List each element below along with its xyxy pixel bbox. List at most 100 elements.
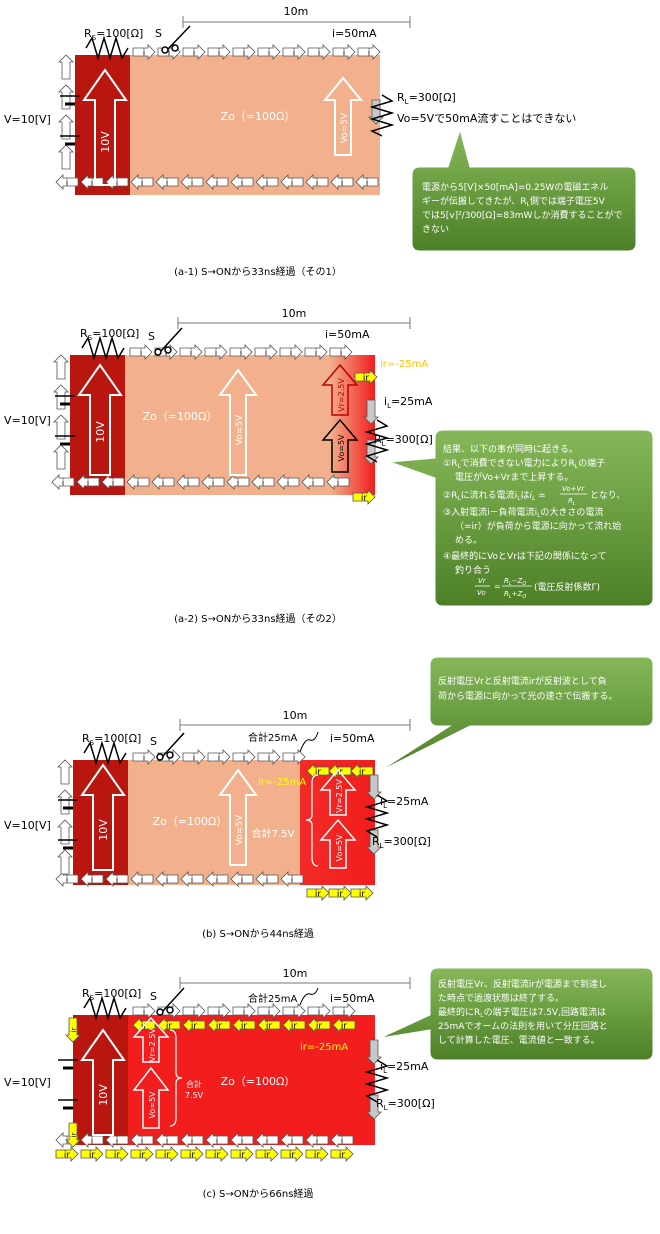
- svg-text:Vr: Vr: [478, 577, 487, 585]
- svg-text:電圧がVo+Vrまで上昇する。: 電圧がVo+Vrまで上昇する。: [455, 471, 573, 483]
- battery-icon: [55, 395, 75, 446]
- arrow-label: i: [91, 1137, 94, 1147]
- arrow-label: ir: [316, 1022, 323, 1032]
- callout-a1: 電源から5[V]×50[mA]=0.25Wの電磁エネル ギーが伝搬してきたが、R…: [411, 128, 637, 252]
- vertical-arrow: [363, 399, 379, 425]
- battery-icon: [58, 1059, 78, 1110]
- i-arrow: [132, 44, 156, 60]
- vr-arrow: [319, 768, 357, 816]
- i-arrow: [126, 474, 150, 490]
- vo-arrow: [322, 76, 364, 156]
- svg-text:となり、: となり、: [590, 490, 625, 501]
- ir-arrow: [257, 1017, 281, 1033]
- arrow-label: i: [243, 1008, 246, 1018]
- switch-icon: [161, 25, 191, 54]
- arrow-label: ir: [363, 374, 370, 384]
- arrow-label: i: [143, 49, 146, 59]
- i-arrow: [180, 1132, 204, 1148]
- vo-label-ghost: Vo=5V: [235, 814, 245, 845]
- arrow-label: i: [290, 349, 293, 359]
- voltage-brace: [169, 1029, 183, 1127]
- rl-resistor: [364, 1059, 390, 1103]
- big-10v-label: 10V: [99, 131, 112, 153]
- arrow-label: i: [268, 1008, 271, 1018]
- arrow-label: i: [193, 754, 196, 764]
- vo-label: Vo=5V: [340, 112, 350, 143]
- i-arrow: [207, 749, 231, 765]
- arrow-label: i: [366, 179, 369, 189]
- svg-text:では5[v]²/300[Ω]=83mWしか消費することがで: では5[v]²/300[Ω]=83mWしか消費することがで: [422, 209, 622, 221]
- switch-icon: [156, 732, 185, 761]
- arrow-label: i: [237, 479, 240, 489]
- arrow-label: i: [191, 876, 194, 886]
- arrow-label: i: [241, 876, 244, 886]
- arrow-label: i: [241, 1137, 244, 1147]
- i-arrow: [182, 1003, 206, 1019]
- i-arrow: [155, 871, 179, 887]
- i-arrow: [307, 44, 331, 60]
- i-arrow: [279, 344, 303, 360]
- i-arrow: [180, 871, 204, 887]
- i-arrow: [130, 174, 154, 190]
- arrow-label: i: [137, 479, 140, 489]
- arrow-label: ir: [339, 1151, 346, 1161]
- arrow-label: i: [268, 49, 271, 59]
- i-arrow: [326, 474, 350, 490]
- ir-arrow: [306, 763, 330, 779]
- rl-label: RL=300[Ω]: [372, 835, 431, 850]
- arrow-label: i: [116, 1137, 119, 1147]
- i-arrow: [226, 474, 250, 490]
- i-arrow: [357, 44, 381, 60]
- vertical-arrow: [65, 1017, 81, 1043]
- arrow-label: i: [116, 876, 119, 886]
- arrow-label: ir: [70, 1132, 78, 1137]
- big-10v-label: 10V: [97, 1084, 110, 1106]
- arrow-label: i: [166, 1137, 169, 1147]
- arrow-label: ir: [341, 1022, 348, 1032]
- i-arrow: [301, 474, 325, 490]
- i-arrow: [204, 344, 228, 360]
- i-arrow: [205, 174, 229, 190]
- vr-arrow: [132, 1016, 170, 1063]
- ir-arrow: [230, 1146, 254, 1162]
- arrow-label: ir: [70, 1027, 78, 1032]
- il-label: iL=25mA: [380, 795, 429, 810]
- arrow-label: ir: [314, 1151, 321, 1161]
- vertical-arrow: [57, 819, 73, 845]
- svg-text:=: =: [494, 582, 501, 591]
- total-small-2: 7.5V: [185, 1091, 204, 1100]
- ir-arrow: [332, 1017, 356, 1033]
- switch-label: S: [150, 990, 157, 1003]
- arrow-label: i: [266, 179, 269, 189]
- arrow-label: i: [168, 49, 171, 59]
- rs-label: RS=100[Ω]: [82, 732, 141, 747]
- svg-text:反射電圧Vrと反射電流irが反射波として負: 反射電圧Vrと反射電流irが反射波として負: [438, 675, 607, 687]
- rl-label: RL=300[Ω]: [397, 91, 456, 106]
- vo-label: Vo=5V: [337, 434, 346, 462]
- i-arrow: [132, 1003, 156, 1019]
- i-arrow: [282, 44, 306, 60]
- rl-label: RL=300[Ω]: [374, 433, 433, 448]
- svg-text:(電圧反射係数Γ): (電圧反射係数Γ): [534, 581, 600, 593]
- ir-arrow: [207, 1017, 231, 1033]
- i-arrow: [332, 44, 356, 60]
- caption-c: (c) S→ONから66ns経過: [203, 1187, 314, 1200]
- i-arrow: [355, 174, 379, 190]
- i-arrow: [55, 871, 79, 887]
- current-label: i=50mA: [330, 992, 375, 1005]
- arrow-label: i: [116, 179, 119, 189]
- source-label: V=10[V]: [4, 414, 51, 427]
- arrow-label: i: [166, 876, 169, 886]
- arrow-label: i: [191, 179, 194, 189]
- arrow-label: i: [143, 1008, 146, 1018]
- arrow-label: i: [216, 179, 219, 189]
- svg-text:める。: める。: [455, 535, 482, 546]
- svg-text:きない: きない: [422, 224, 449, 235]
- i-arrow: [179, 344, 203, 360]
- arrow-label: i: [140, 349, 143, 359]
- vertical-arrow: [58, 144, 74, 170]
- switch-icon: [154, 327, 183, 356]
- vo-arrow: [319, 818, 357, 869]
- ir-arrow: [155, 1146, 179, 1162]
